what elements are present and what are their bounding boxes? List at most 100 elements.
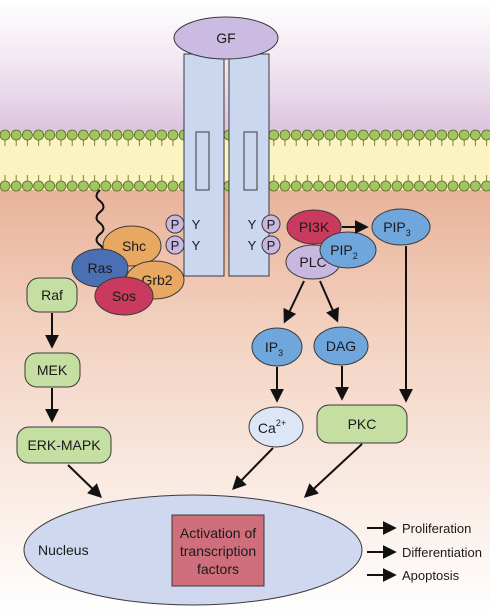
lipid-head	[111, 129, 123, 141]
dag-label: DAG	[326, 338, 356, 354]
lipid-head	[357, 180, 369, 192]
lipid-head	[425, 180, 437, 192]
plc-label: PLC	[299, 254, 326, 270]
raf-label: Raf	[41, 287, 63, 303]
arrow-calcium-nucleus	[232, 447, 274, 491]
lipid-head	[447, 129, 459, 141]
sos-label: Sos	[112, 288, 136, 304]
lipid-head	[156, 180, 168, 192]
lipid-head	[78, 129, 89, 141]
lipid-head	[89, 129, 100, 141]
transcription-box	[171, 514, 265, 587]
lipid-head	[402, 180, 414, 192]
pkc-label: PKC	[348, 416, 377, 432]
lipid-head	[55, 180, 67, 192]
arrow-erk-nucleus	[67, 464, 103, 498]
lipid-head	[44, 180, 56, 192]
lipid-head	[481, 129, 490, 141]
lipid-head	[55, 129, 67, 141]
lipid-head	[469, 129, 481, 141]
transcription-line-1: Activation of	[180, 525, 256, 541]
tyrosine-right-1: Y	[248, 217, 257, 232]
lipid-head	[100, 129, 112, 141]
left-phosphotyrosines: P P Y Y	[165, 214, 201, 255]
shc-label: Shc	[122, 238, 146, 254]
pip3-sub: 3	[406, 228, 411, 238]
lipid-head	[481, 180, 490, 192]
lipid-head	[10, 129, 22, 141]
mek-label: MEK	[37, 362, 68, 378]
lipid-head	[469, 180, 481, 192]
lipid-head	[324, 180, 336, 192]
lipid-head	[167, 129, 179, 141]
arrow-plc-dag	[319, 280, 339, 323]
adaptor-complex: Shc Grb2 Ras Sos	[71, 225, 185, 316]
lipid-head	[380, 129, 392, 141]
transcription-line-2: transcription	[180, 543, 256, 559]
lipid-head	[66, 129, 78, 141]
lipid-head	[301, 129, 313, 141]
grb2-label: Grb2	[141, 272, 172, 288]
lipid-head	[33, 129, 44, 141]
lipid-head	[290, 129, 302, 141]
lipid-head	[145, 129, 157, 141]
lipid-head	[313, 180, 325, 192]
lipid-head	[335, 129, 347, 141]
pip3-label: PIP3	[383, 219, 411, 238]
receptor	[183, 53, 270, 277]
right-phosphotyrosines: Y Y P P	[248, 214, 281, 255]
gf-label: GF	[216, 30, 235, 46]
pip3-node	[371, 208, 431, 246]
lipid-head	[122, 129, 134, 141]
tyrosine-left-2: Y	[192, 238, 201, 253]
phosphate-left-2-label: P	[171, 238, 180, 253]
ca-base: Ca	[258, 420, 276, 436]
raf-node	[26, 277, 78, 313]
tyrosine-left-1: Y	[192, 217, 201, 232]
outcome-proliferation: Proliferation	[402, 521, 471, 536]
lipid-head	[10, 180, 22, 192]
lipid-head	[21, 129, 33, 141]
lipid-head	[346, 129, 358, 141]
lipid-pathway: PI3K PLC PIP2 PIP3 IP3 DAG Ca2+ PKC	[248, 208, 431, 448]
pkc-node	[316, 404, 408, 444]
lipid-head	[413, 129, 425, 141]
pip2-sub: 2	[353, 251, 358, 261]
phosphate-right-2	[261, 235, 281, 255]
phosphate-right-1-label: P	[267, 217, 276, 232]
lipid-head	[425, 129, 437, 141]
lipid-head	[458, 180, 470, 192]
lipid-head	[413, 180, 425, 192]
ca-sup: 2+	[276, 418, 286, 428]
phosphate-left-1	[165, 214, 185, 234]
lipid-head	[346, 180, 358, 192]
ip3-label: IP3	[265, 339, 283, 358]
ip3-node	[251, 327, 303, 367]
phosphate-left-2	[165, 235, 185, 255]
lipid-head	[111, 180, 123, 192]
lipid-head	[447, 180, 459, 192]
lipid-head	[21, 180, 33, 192]
erk-label: ERK-MAPK	[27, 437, 101, 453]
lipid-head	[369, 180, 381, 192]
lipid-head	[89, 180, 100, 192]
lipid-head	[0, 129, 11, 141]
tyrosine-right-2: Y	[248, 238, 257, 253]
lipid-head	[133, 129, 145, 141]
lipid-head	[66, 180, 78, 192]
cell-outcomes: Proliferation Differentiation Apoptosis	[402, 521, 482, 583]
dag-node	[313, 326, 369, 366]
ras-lipid-anchor	[95, 189, 105, 254]
phosphate-right-2-label: P	[267, 238, 276, 253]
pip2-base: PIP	[330, 242, 353, 258]
lipid-head	[33, 180, 44, 192]
transcription-line-3: factors	[197, 561, 239, 577]
lipid-head	[436, 180, 448, 192]
arrow-plc-ip3	[283, 280, 305, 324]
lipid-head	[436, 129, 448, 141]
lipid-head	[458, 129, 470, 141]
lipid-head	[391, 129, 403, 141]
sos-node	[94, 276, 154, 316]
lipid-head	[133, 180, 145, 192]
